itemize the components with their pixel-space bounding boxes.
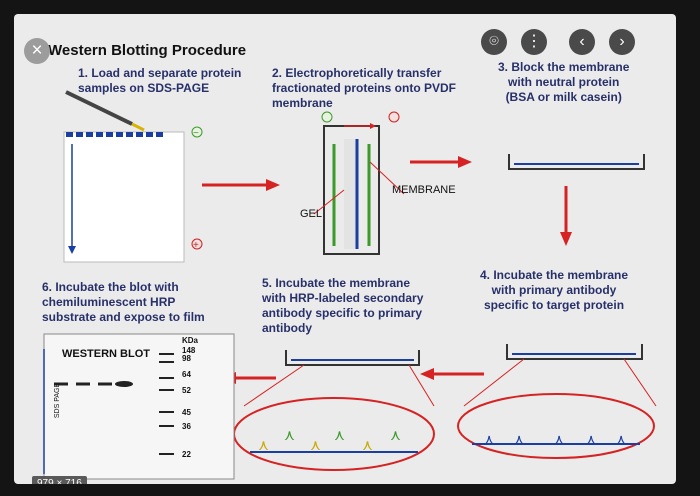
svg-text:⋏: ⋏ [284, 427, 295, 444]
svg-text:⋏: ⋏ [484, 431, 494, 447]
svg-text:⋏: ⋏ [554, 431, 564, 447]
lens-icon: ⌾ [489, 33, 499, 50]
more-icon: ⋮ [526, 33, 542, 50]
svg-text:⋏: ⋏ [258, 437, 269, 454]
svg-text:⋏: ⋏ [514, 431, 524, 447]
svg-text:⋏: ⋏ [334, 427, 345, 444]
lens-button[interactable]: ⌾ [481, 29, 507, 55]
svg-text:⋏: ⋏ [390, 427, 401, 444]
western-blot-diagram: − + [14, 14, 676, 484]
gel-slab [64, 132, 184, 262]
page-title: Western Blotting Procedure [48, 42, 246, 59]
minus-sign: − [193, 128, 199, 139]
svg-text:⋏: ⋏ [586, 431, 596, 447]
sds-page-label: SDS PAGE [54, 383, 61, 418]
close-button[interactable]: × [24, 38, 50, 64]
gel-label: GEL [300, 208, 322, 220]
marker-52: 52 [182, 386, 191, 395]
plus-sign: + [193, 240, 199, 251]
pipette-icon [66, 92, 144, 130]
kda-label: KDa [182, 336, 198, 345]
marker-36: 36 [182, 422, 191, 431]
transfer-tank [314, 112, 404, 254]
marker-22: 22 [182, 450, 191, 459]
next-button[interactable]: › [609, 29, 635, 55]
marker-98: 98 [182, 354, 191, 363]
marker-64: 64 [182, 370, 191, 379]
more-button[interactable]: ⋮ [521, 29, 547, 55]
primary-antibody-tray: ⋏ ⋏ ⋏ ⋏ ⋏ [458, 344, 656, 458]
secondary-antibody-tray: ⋏ ⋏ ⋏ ⋏ ⋏ ⋏ [234, 350, 434, 470]
previous-button[interactable]: ‹ [569, 29, 595, 55]
marker-45: 45 [182, 408, 191, 417]
blocking-tray [509, 154, 644, 169]
membrane-label: MEMBRANE [392, 184, 456, 196]
image-size-badge: 979 × 716 [32, 476, 87, 484]
svg-text:⋏: ⋏ [616, 431, 626, 447]
svg-text:⋏: ⋏ [310, 437, 321, 454]
svg-text:⋏: ⋏ [362, 437, 373, 454]
western-blot-label: WESTERN BLOT [62, 348, 150, 360]
